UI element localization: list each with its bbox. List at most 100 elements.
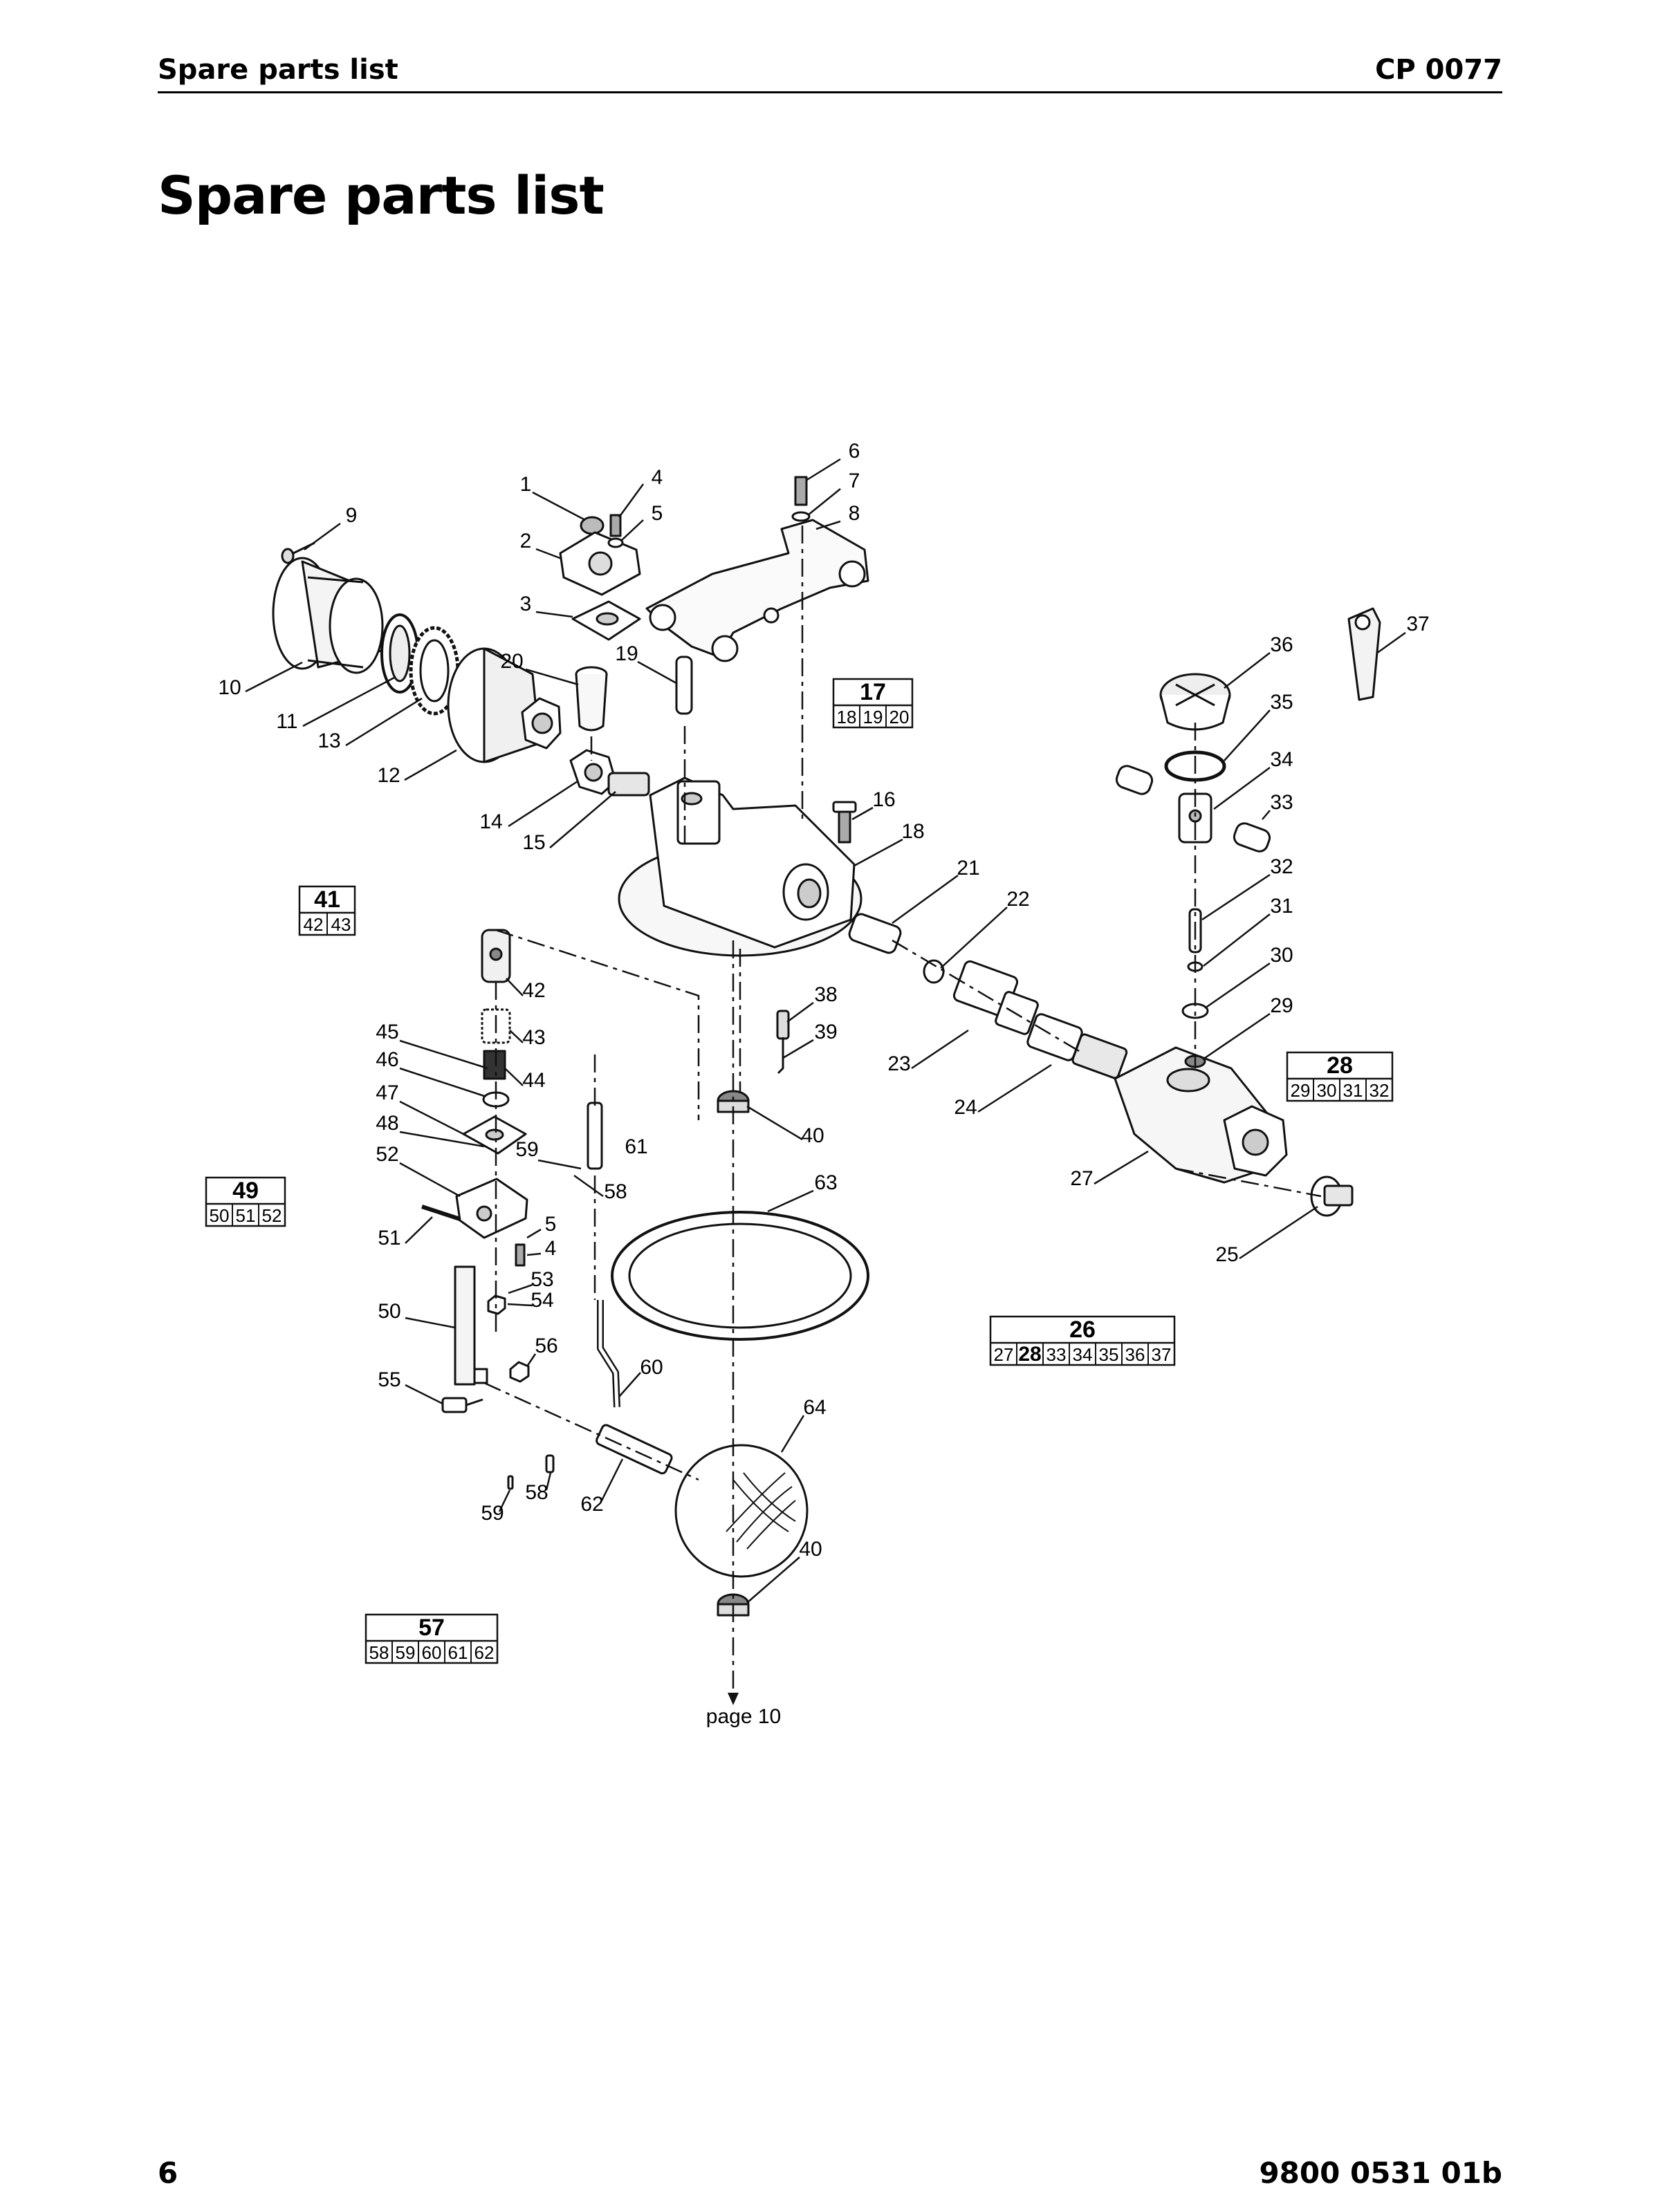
callout-42: 42 [522, 979, 545, 1002]
kit-box-frame [365, 1613, 499, 1664]
leader-line [504, 1068, 524, 1086]
part-56-nut-icon [509, 1361, 530, 1383]
leader-line [508, 1283, 533, 1294]
callout-12: 12 [377, 764, 400, 787]
part-24-union-icon [1026, 1013, 1128, 1079]
callout-35: 35 [1270, 691, 1293, 714]
callout-54: 54 [531, 1289, 553, 1312]
callout-30: 30 [1270, 944, 1293, 967]
leader-line [345, 697, 423, 747]
callout-37: 37 [1406, 613, 1429, 635]
part-4-screw-icon [609, 514, 622, 537]
callout-59: 59 [481, 1502, 504, 1525]
leader-line [405, 1384, 443, 1405]
callout-45: 45 [376, 1021, 398, 1043]
leader-line [404, 749, 457, 781]
callout-50: 50 [378, 1300, 400, 1323]
leader-line [545, 1472, 552, 1491]
callout-62: 62 [580, 1493, 603, 1516]
kit-number: 49 [232, 1178, 259, 1204]
part-12-sleeve-icon [447, 647, 562, 763]
leader-line [746, 1105, 803, 1141]
part-47-bracket-icon [462, 1115, 527, 1155]
leader-line [1204, 962, 1271, 1010]
callout-39: 39 [814, 1021, 837, 1043]
part-11-gasket-icon [380, 613, 419, 694]
kit-item-59: 59 [396, 1642, 416, 1663]
part-42-pin-icon [481, 929, 511, 983]
part-38-nozzle-icon [776, 1010, 790, 1040]
part-58-pin-icon [545, 1454, 555, 1474]
leader-line [618, 483, 645, 518]
kit-item-20: 20 [889, 707, 910, 727]
callout-36: 36 [1270, 633, 1293, 656]
callout-13: 13 [317, 729, 340, 752]
header-section-title: Spare parts list [158, 54, 398, 86]
kit-item-51: 51 [236, 1205, 256, 1226]
leader-line [1224, 652, 1271, 689]
kit-item-18: 18 [837, 707, 857, 727]
callout-10: 10 [218, 676, 241, 699]
callout-5: 5 [652, 502, 663, 525]
part-19-pin-icon [675, 656, 693, 715]
kit-item-52: 52 [262, 1205, 282, 1226]
leader-line [304, 522, 341, 551]
kit-number: 41 [314, 886, 340, 913]
leader-line [399, 1039, 488, 1070]
callout-4: 4 [652, 466, 663, 489]
footer-document-number: 9800 0531 01b [1259, 2156, 1502, 2190]
leader-line [302, 676, 395, 727]
leader-line [525, 668, 579, 686]
callout-22: 22 [1006, 888, 1029, 911]
leader-line [507, 1303, 533, 1307]
leader-line [1224, 709, 1271, 761]
leader-line [1213, 766, 1271, 810]
callout-48: 48 [376, 1112, 398, 1135]
kit-item-42: 42 [304, 914, 324, 935]
kit-item-58: 58 [369, 1642, 389, 1663]
callout-60: 60 [640, 1356, 663, 1379]
leader-line [807, 488, 841, 516]
part-15-nipple-icon [607, 772, 650, 797]
part-23-union-icon [952, 960, 1039, 1035]
kit-number: 26 [1069, 1317, 1096, 1343]
leader-line [526, 1252, 542, 1256]
callout-27: 27 [1070, 1167, 1093, 1190]
callout-43: 43 [522, 1026, 545, 1049]
assembly-line [1175, 1167, 1322, 1198]
part-52-plate-icon [455, 1178, 528, 1239]
kit-item-32: 32 [1370, 1080, 1390, 1101]
callout-3: 3 [520, 593, 532, 615]
callout-20: 20 [500, 650, 523, 673]
part-3-plate-icon [571, 600, 641, 641]
header-document-code: CP 0077 [1375, 54, 1502, 86]
callout-2: 2 [520, 530, 532, 552]
callout-34: 34 [1270, 748, 1293, 771]
callout-14: 14 [479, 810, 502, 833]
leader-line [535, 611, 573, 618]
kit-item-50: 50 [210, 1205, 230, 1226]
callout-61: 61 [625, 1135, 647, 1158]
kit-item-30: 30 [1317, 1080, 1337, 1101]
leader-line [786, 1001, 814, 1023]
assembly-line [495, 929, 700, 1120]
leader-line [508, 780, 578, 828]
callout-33: 33 [1270, 791, 1293, 814]
callout-9: 9 [346, 504, 358, 527]
part-6-bolt-icon [794, 476, 808, 506]
part-63-gasket-icon [611, 1211, 869, 1341]
part-60-rod-icon [597, 1300, 620, 1408]
part-14-fitting-icon [569, 749, 617, 795]
kit-item-37: 37 [1152, 1344, 1172, 1365]
footer-page-number: 6 [158, 2156, 178, 2190]
callout-44: 44 [522, 1069, 545, 1092]
leader-line [405, 1317, 456, 1329]
leader-line [1204, 1012, 1271, 1059]
kit-item-35: 35 [1099, 1344, 1119, 1365]
callout-64: 64 [803, 1396, 826, 1419]
callout-56: 56 [535, 1335, 557, 1357]
leader-line [1239, 1205, 1318, 1260]
kit-box-frame [205, 1176, 286, 1227]
